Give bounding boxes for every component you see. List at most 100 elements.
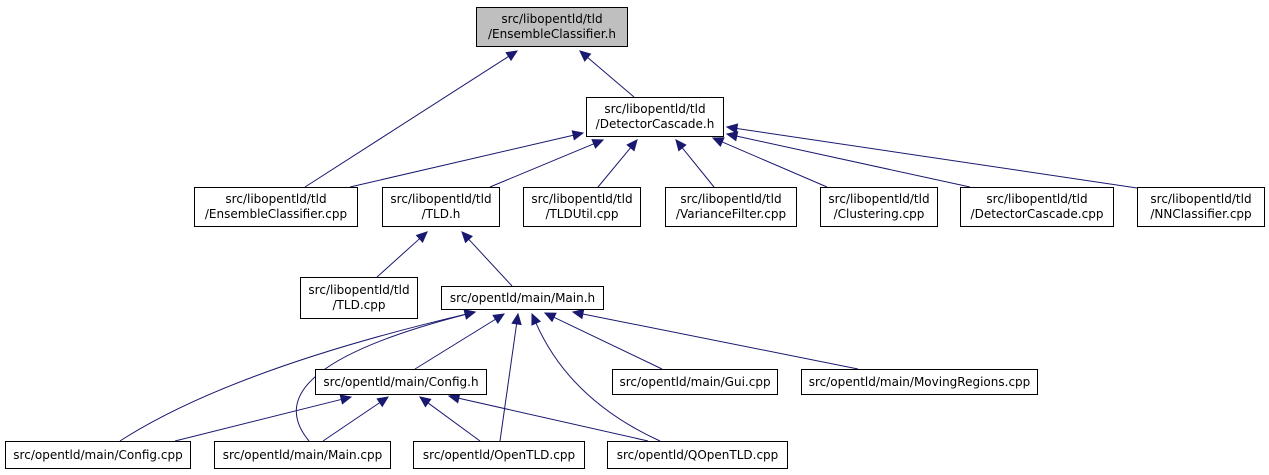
edge-moving_cpp-to-main_h xyxy=(571,308,859,370)
node-nnclassifier-cpp[interactable]: src/libopentld/tld/NNClassifier.cpp xyxy=(1137,187,1265,227)
edge-ensemble_cpp-to-detector_h xyxy=(349,130,585,188)
edge-clustering_cpp-to-detector_h xyxy=(711,137,828,188)
arrowhead-icon xyxy=(415,231,428,243)
arrowhead-icon xyxy=(543,312,557,323)
edge-line xyxy=(721,141,828,188)
node-qopentld-cpp[interactable]: src/opentld/QOpenTLD.cpp xyxy=(607,441,788,469)
edge-line xyxy=(349,134,574,188)
node-detector-cpp[interactable]: src/libopentld/tld/DetectorCascade.cpp xyxy=(960,187,1114,227)
node-label-line: src/opentld/main/MovingRegions.cpp xyxy=(808,374,1031,389)
node-label-line: src/opentld/QOpenTLD.cpp xyxy=(616,447,779,462)
edge-line xyxy=(414,318,496,370)
node-variance-cpp[interactable]: src/libopentld/tld/VarianceFilter.cpp xyxy=(665,187,797,227)
node-label-line: src/libopentld/tld xyxy=(828,192,930,206)
edge-line xyxy=(499,323,518,442)
edge-qopentld_cpp-to-main_h xyxy=(531,312,661,442)
edge-main_cpp-to-config_h xyxy=(322,396,390,442)
node-label-line: src/libopentld/tld xyxy=(1150,192,1252,206)
edge-line xyxy=(458,397,649,442)
node-label-line: src/libopentld/tld xyxy=(225,192,327,206)
node-main-cpp[interactable]: src/opentld/main/Main.cpp xyxy=(214,441,391,469)
edge-line xyxy=(736,127,1138,189)
arrowhead-icon xyxy=(725,131,739,142)
edge-line xyxy=(322,402,380,442)
arrowhead-icon xyxy=(505,50,519,62)
edge-line xyxy=(582,313,859,370)
node-label-line: src/opentld/main/Main.h xyxy=(449,290,596,305)
edge-line xyxy=(119,313,466,442)
node-label-line: src/libopentld/tld xyxy=(531,192,633,206)
arrowhead-icon xyxy=(579,50,592,62)
node-label-line: /DetectorCascade.cpp xyxy=(970,207,1104,221)
edge-line xyxy=(587,57,635,98)
node-ensemble-cpp[interactable]: src/libopentld/tld/EnsembleClassifier.cp… xyxy=(194,187,358,227)
edge-line xyxy=(304,55,509,188)
node-tld-h[interactable]: src/libopentld/tld/TLD.h xyxy=(382,187,500,227)
node-moving-cpp[interactable]: src/opentld/main/MovingRegions.cpp xyxy=(801,369,1038,395)
arrowhead-icon xyxy=(447,393,461,404)
node-label-line: /DetectorCascade.h xyxy=(595,117,715,131)
node-label-line: /EnsembleClassifier.h xyxy=(488,27,616,41)
edge-qopentld_cpp-to-config_h xyxy=(447,393,649,442)
arrowhead-icon xyxy=(339,394,353,405)
node-opentld-cpp[interactable]: src/opentld/OpenTLD.cpp xyxy=(413,441,585,469)
arrowhead-icon xyxy=(531,312,542,326)
edge-opentld_cpp-to-main_h xyxy=(499,312,522,442)
edge-line xyxy=(553,316,663,370)
arrowhead-icon xyxy=(711,137,725,147)
node-config-cpp[interactable]: src/opentld/main/Config.cpp xyxy=(5,441,191,469)
node-label-line: src/libopentld/tld xyxy=(308,283,410,297)
node-label-line: /VarianceFilter.cpp xyxy=(675,207,787,221)
edge-tldutil_cpp-to-detector_h xyxy=(597,139,638,188)
node-label-line: src/libopentld/tld xyxy=(604,102,706,116)
edge-line xyxy=(681,147,715,188)
node-label-line: /TLD.cpp xyxy=(332,298,386,312)
arrowhead-icon xyxy=(461,231,474,244)
edge-tld_h-to-detector_h xyxy=(489,139,605,188)
node-tldutil-cpp[interactable]: src/libopentld/tld/TLDUtil.cpp xyxy=(523,187,641,227)
node-gui-cpp[interactable]: src/opentld/main/Gui.cpp xyxy=(612,369,778,395)
edge-ensemble_cpp-to-ensemble_h xyxy=(304,50,519,188)
node-label-line: /TLDUtil.cpp xyxy=(545,207,619,221)
edge-gui_cpp-to-main_h xyxy=(543,312,663,370)
node-main-h[interactable]: src/opentld/main/Main.h xyxy=(441,286,604,310)
edge-line xyxy=(427,402,481,442)
node-detector-h[interactable]: src/libopentld/tld/DetectorCascade.h xyxy=(586,97,724,137)
node-label-line: src/opentld/OpenTLD.cpp xyxy=(422,447,576,462)
node-label-line: src/libopentld/tld xyxy=(680,192,782,206)
arrowhead-icon xyxy=(571,130,585,141)
edge-config_cpp-to-config_h xyxy=(174,394,353,442)
edge-line xyxy=(468,238,513,287)
edge-detector_cpp-to-detector_h xyxy=(725,131,971,188)
arrowhead-icon xyxy=(591,139,605,149)
edge-line xyxy=(376,238,420,278)
node-label-line: /EnsembleClassifier.cpp xyxy=(204,207,348,221)
arrowhead-icon xyxy=(571,308,585,320)
edge-nnclassifier_cpp-to-detector_h xyxy=(725,123,1138,189)
node-label-line: src/opentld/main/Gui.cpp xyxy=(619,374,771,389)
node-label-line: src/opentld/main/Config.h xyxy=(323,374,479,389)
arrowhead-icon xyxy=(419,396,432,408)
node-label-line: src/libopentld/tld xyxy=(986,192,1088,206)
arrowhead-icon xyxy=(626,139,638,152)
edge-line xyxy=(597,147,631,188)
arrowhead-icon xyxy=(376,396,390,408)
edge-variance_cpp-to-detector_h xyxy=(675,139,715,188)
edge-detector_h-to-ensemble_h xyxy=(579,50,635,98)
node-tld-cpp[interactable]: src/libopentld/tld/TLD.cpp xyxy=(300,277,418,319)
edge-line xyxy=(489,143,594,188)
edge-config_h-to-main_h xyxy=(414,313,506,370)
node-label-line: src/libopentld/tld xyxy=(390,192,492,206)
node-label-line: src/opentld/main/Main.cpp xyxy=(222,447,383,462)
edge-line xyxy=(535,322,661,442)
arrowhead-icon xyxy=(492,313,506,325)
edge-main_h-to-tld_h xyxy=(461,231,513,287)
node-clustering-cpp[interactable]: src/libopentld/tld/Clustering.cpp xyxy=(820,187,938,227)
node-config-h[interactable]: src/opentld/main/Config.h xyxy=(315,369,487,395)
node-label-line: src/opentld/main/Config.cpp xyxy=(13,447,183,462)
edge-line xyxy=(736,135,971,188)
node-label-line: /Clustering.cpp xyxy=(833,207,925,221)
arrowhead-icon xyxy=(511,312,522,326)
arrowhead-icon xyxy=(675,139,687,152)
